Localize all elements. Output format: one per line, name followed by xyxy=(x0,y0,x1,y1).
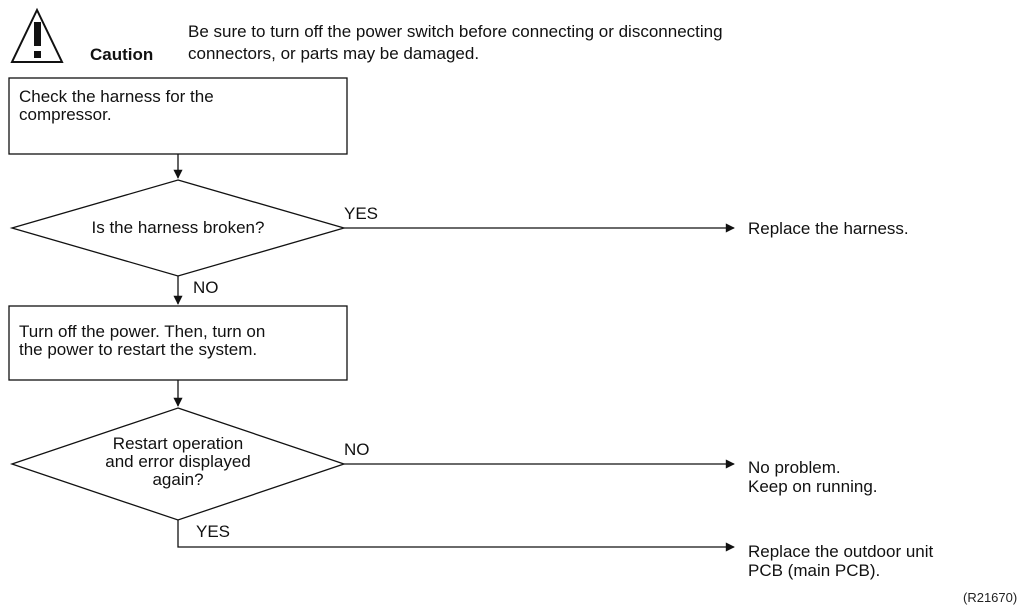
restart-yes-label: YES xyxy=(196,522,231,541)
reference-code: (R21670) xyxy=(963,590,1018,605)
caution-label: Caution xyxy=(90,45,154,64)
restart-question-line2: and error displayed xyxy=(105,452,251,471)
power-cycle-box xyxy=(8,305,348,381)
restart-question-line3: again? xyxy=(152,470,204,489)
check-harness-text-line1: Check the harness for the xyxy=(19,87,214,106)
harness-broken-question: Is the harness broken? xyxy=(91,218,265,237)
replace-harness-text: Replace the harness. xyxy=(748,219,909,238)
restart-no-label: NO xyxy=(344,440,370,459)
no-problem-text-line1: No problem. xyxy=(748,458,841,477)
check-harness-box xyxy=(8,77,348,155)
yes-arrow-replace-pcb xyxy=(177,520,735,552)
harness-broken-no-label: NO xyxy=(193,278,219,297)
caution-message-line1: Be sure to turn off the power switch bef… xyxy=(188,22,723,41)
replace-pcb-text-line2: PCB (main PCB). xyxy=(748,561,881,580)
power-cycle-text-line1: Turn off the power. Then, turn on xyxy=(19,322,266,341)
restart-question-line1: Restart operation xyxy=(112,434,244,453)
harness-broken-yes-label: YES xyxy=(344,204,379,223)
replace-pcb-text-line1: Replace the outdoor unit xyxy=(748,542,934,561)
caution-message-line2: connectors, or parts may be damaged. xyxy=(188,44,480,63)
no-problem-text-line2: Keep on running. xyxy=(748,477,878,496)
caution-warning-icon xyxy=(10,7,64,63)
power-cycle-text-line2: the power to restart the system. xyxy=(19,340,258,359)
check-harness-text-line2: compressor. xyxy=(19,105,112,124)
